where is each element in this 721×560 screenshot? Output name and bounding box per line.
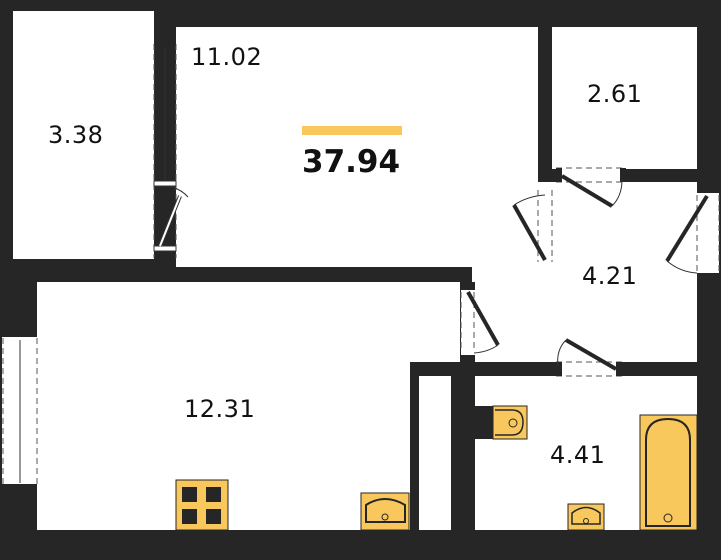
toilet-icon — [475, 405, 528, 440]
area-room-top: 11.02 — [191, 43, 263, 71]
stove-icon — [175, 479, 229, 531]
hall-bottom-wall — [410, 362, 697, 376]
kitchen-sink-icon — [360, 492, 410, 531]
room-storage-left — [13, 11, 154, 259]
window-icon — [153, 44, 177, 258]
total-area-accent — [302, 126, 402, 135]
wash-basin-icon — [567, 503, 605, 531]
total-area: 37.94 — [302, 144, 401, 180]
area-kitchen-living: 12.31 — [184, 395, 256, 423]
area-bathroom: 4.41 — [550, 441, 606, 469]
area-storage: 3.38 — [48, 121, 104, 149]
room-corridor-gap — [462, 282, 552, 362]
room-closet — [552, 27, 697, 169]
room-hallway-ext — [553, 182, 697, 362]
area-hallway: 4.21 — [582, 262, 638, 290]
room-kitchen-living — [37, 282, 462, 530]
area-closet: 2.61 — [587, 80, 643, 108]
niche — [419, 376, 451, 530]
bathtub-icon — [639, 414, 698, 531]
